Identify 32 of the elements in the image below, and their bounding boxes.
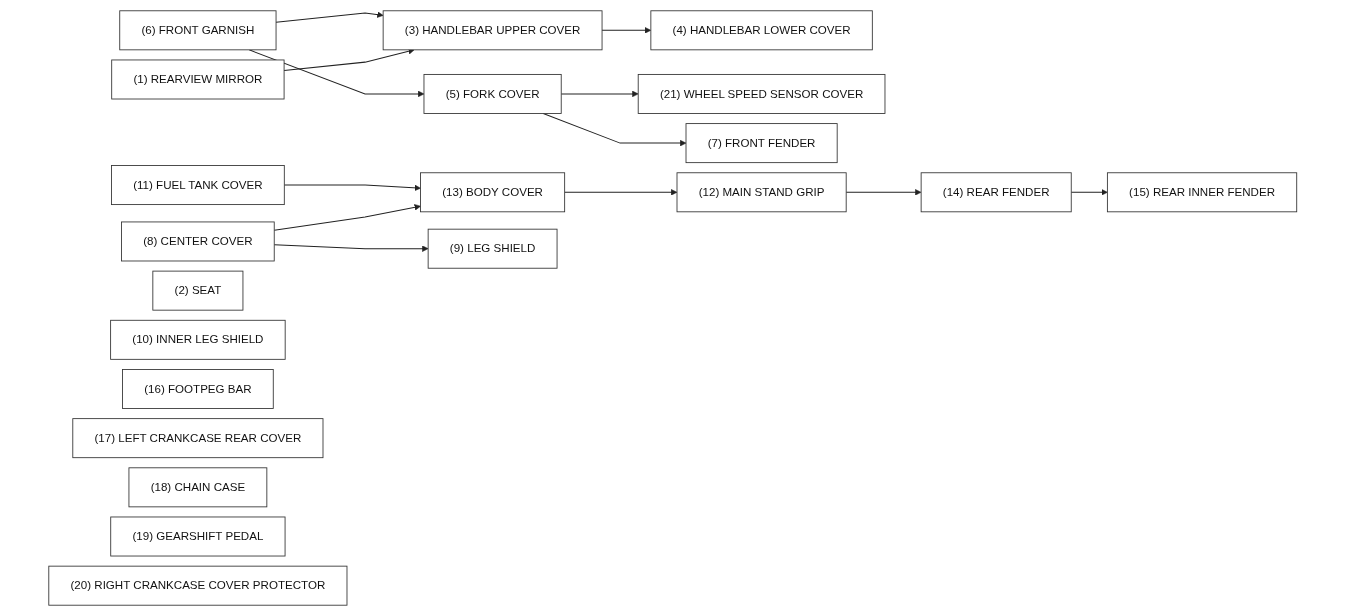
arrow bbox=[1070, 189, 1108, 196]
node-box: (15) REAR INNER FENDER bbox=[1107, 172, 1298, 213]
node-box: (4) HANDLEBAR LOWER COVER bbox=[650, 10, 873, 51]
arrow bbox=[273, 204, 422, 231]
arrow bbox=[275, 11, 384, 23]
node-box: (13) BODY COVER bbox=[420, 172, 566, 213]
node-box: (14) REAR FENDER bbox=[920, 172, 1072, 213]
node-box: (10) INNER LEG SHIELD bbox=[110, 319, 286, 360]
node-box: (6) FRONT GARNISH bbox=[119, 10, 277, 51]
node-box: (18) CHAIN CASE bbox=[128, 467, 268, 508]
arrow bbox=[564, 189, 678, 196]
node-box: (7) FRONT FENDER bbox=[685, 123, 838, 164]
arrow bbox=[248, 49, 425, 98]
node-box: (16) FOOTPEG BAR bbox=[122, 369, 274, 409]
node-box: (1) REARVIEW MIRROR bbox=[111, 59, 285, 100]
node-box: (19) GEARSHIFT PEDAL bbox=[110, 516, 286, 557]
node-box: (21) WHEEL SPEED SENSOR COVER bbox=[638, 74, 886, 114]
node-box: (2) SEAT bbox=[152, 270, 244, 311]
node-box: (17) LEFT CRANKCASE REAR COVER bbox=[72, 418, 324, 459]
arrow bbox=[601, 27, 652, 34]
arrow bbox=[273, 244, 429, 252]
arrow bbox=[284, 184, 422, 192]
node-box: (20) RIGHT CRANKCASE COVER PROTECTOR bbox=[48, 565, 348, 606]
node-box: (9) LEG SHIELD bbox=[427, 228, 558, 269]
node-box: (8) CENTER COVER bbox=[121, 221, 275, 262]
arrow bbox=[283, 48, 415, 72]
node-box: (12) MAIN STAND GRIP bbox=[676, 172, 847, 213]
arrow bbox=[560, 90, 639, 98]
arrow bbox=[845, 189, 922, 196]
node-box: (5) FORK COVER bbox=[423, 74, 562, 114]
node-box: (3) HANDLEBAR UPPER COVER bbox=[382, 10, 603, 51]
node-box: (11) FUEL TANK COVER bbox=[111, 165, 285, 205]
